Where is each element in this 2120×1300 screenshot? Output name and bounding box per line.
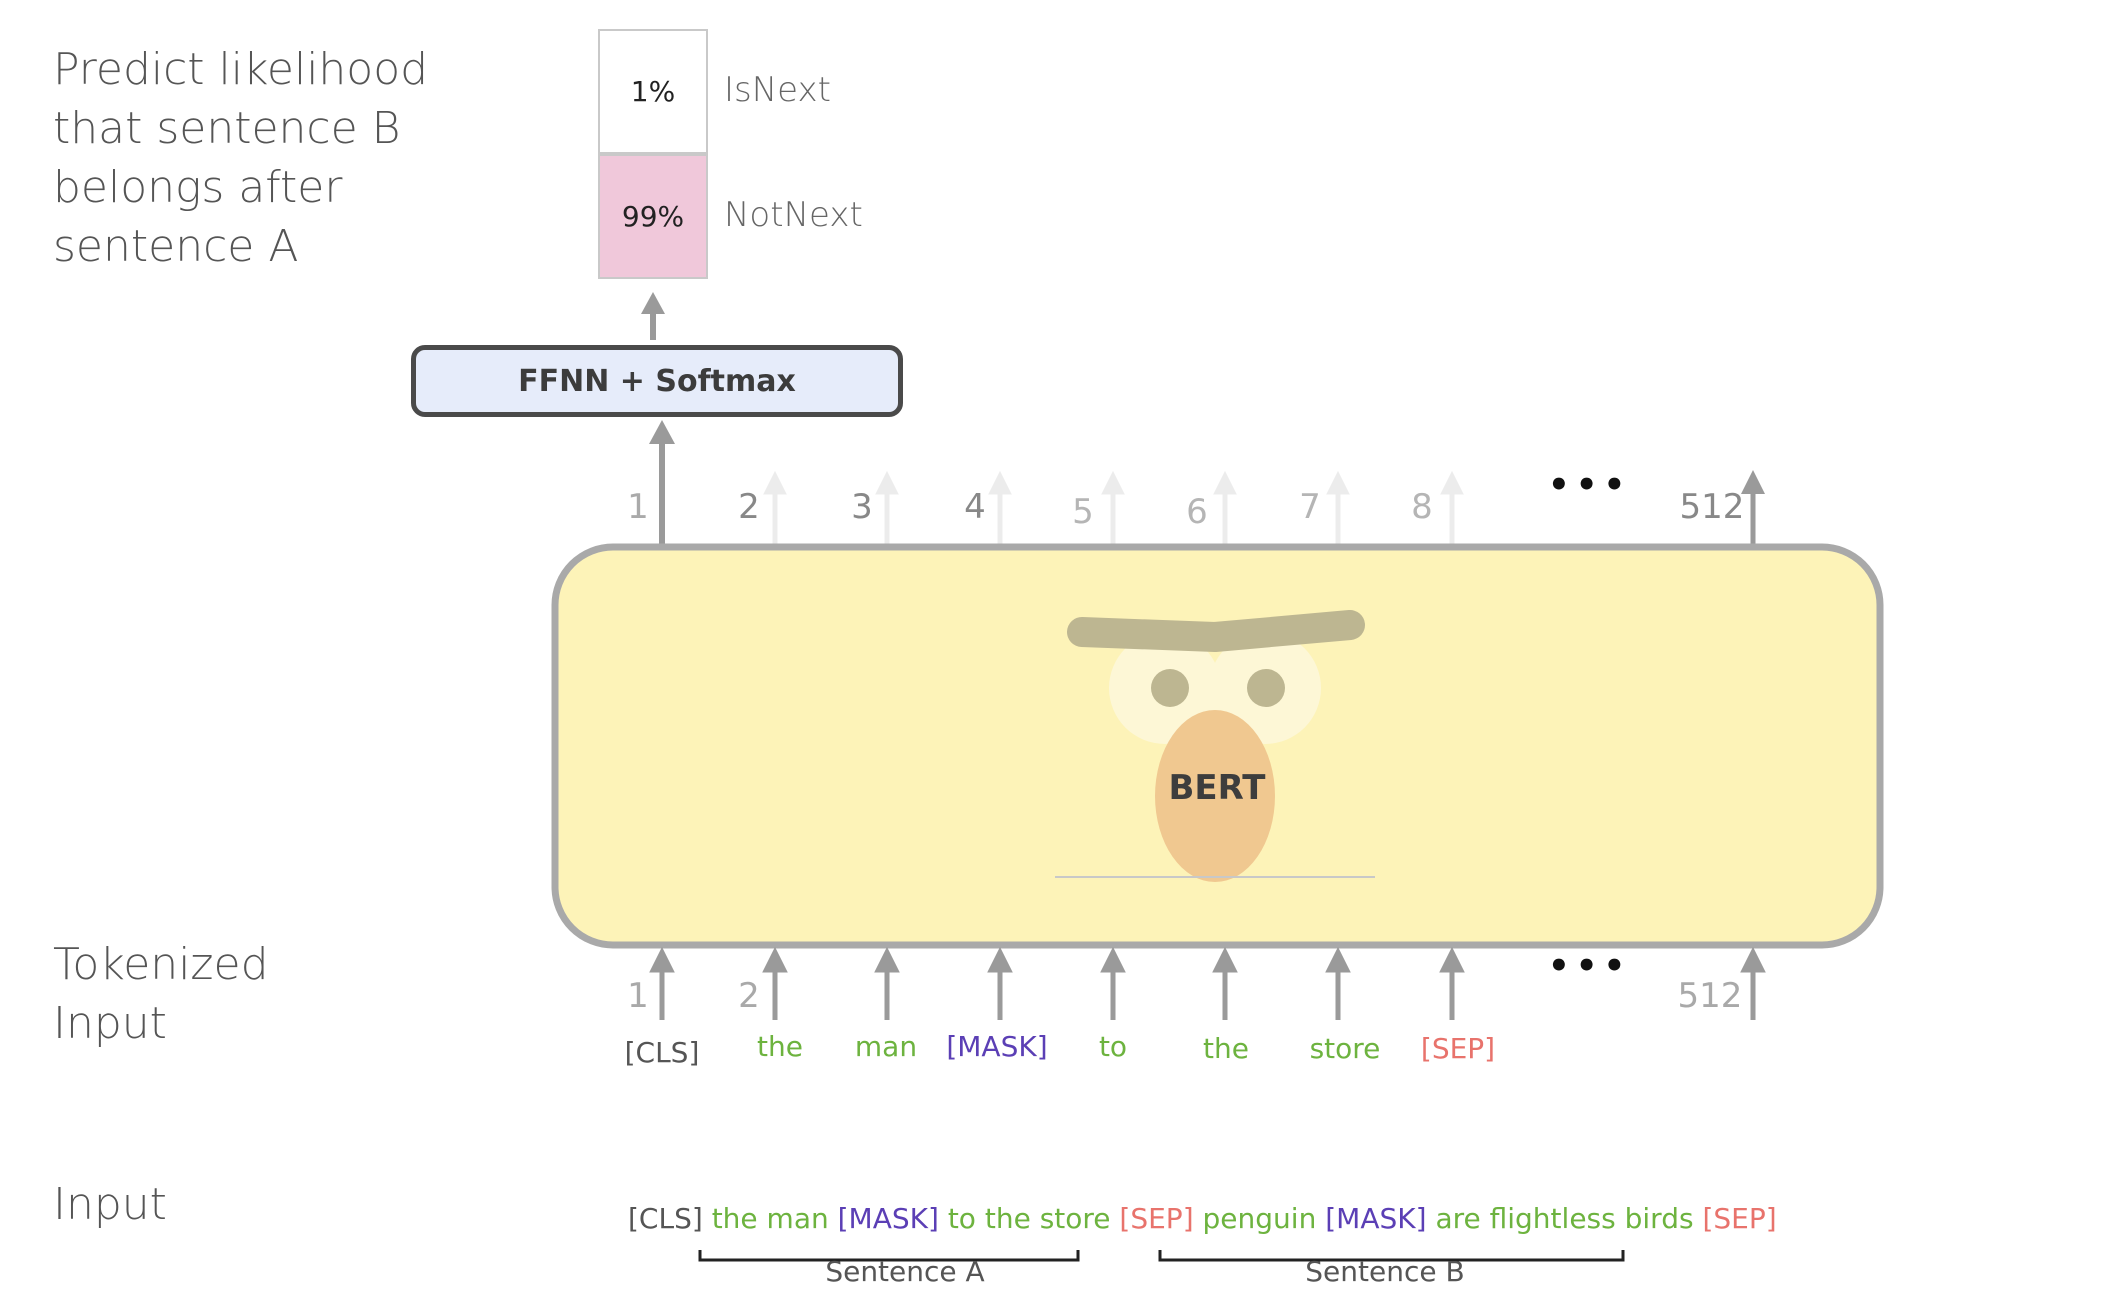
sentence-a-bracket	[698, 1250, 1080, 1262]
token-the-2: the	[1203, 1032, 1249, 1065]
input-cls: [CLS]	[628, 1202, 703, 1235]
token-the: the	[757, 1030, 803, 1063]
bert-nose	[1155, 710, 1275, 882]
token-sep: [SEP]	[1420, 1032, 1496, 1065]
input-mask-b: [MASK]	[1325, 1202, 1427, 1235]
notnext-box: 99%	[598, 154, 708, 279]
input-sep-a: [SEP]	[1119, 1202, 1194, 1235]
ffnn-output-arrow	[641, 292, 665, 340]
isnext-label: IsNext	[724, 70, 831, 110]
output-position-1: 1	[627, 487, 649, 527]
token-mask: [MASK]	[946, 1030, 1048, 1063]
tokenized-input-caption: Tokenized Input	[53, 935, 269, 1053]
predict-line-1: Predict likelihood	[53, 44, 429, 95]
input-ellipsis: •••	[1548, 946, 1632, 986]
input-sentence-a-part-2: to the store	[947, 1202, 1111, 1235]
output-position-512: 512	[1679, 487, 1745, 527]
right-pupil	[1247, 669, 1285, 707]
eyebrows	[1067, 610, 1365, 652]
input-sequence: [CLS] the man [MASK] to the store [SEP] …	[628, 1202, 1777, 1235]
bert-label: BERT	[1168, 768, 1266, 808]
token-to: to	[1098, 1030, 1128, 1063]
input-sentence-b-part-2: are flightless birds	[1435, 1202, 1694, 1235]
input-arrows	[649, 946, 1766, 1020]
output-position-6: 6	[1186, 492, 1208, 532]
output-position-3: 3	[851, 487, 873, 527]
cls-to-ffnn-arrow	[649, 420, 675, 547]
faded-output-arrows	[763, 470, 1464, 545]
predict-line-4: sentence A	[53, 221, 299, 272]
sentence-b-label: Sentence B	[1305, 1255, 1465, 1288]
input-position-1: 1	[627, 976, 649, 1016]
input-mask-a: [MASK]	[837, 1202, 939, 1235]
left-pupil	[1151, 669, 1189, 707]
output-position-8: 8	[1411, 487, 1433, 527]
token-cls: [CLS]	[624, 1036, 700, 1069]
output-position-7: 7	[1299, 487, 1321, 527]
notnext-percent: 99%	[621, 200, 685, 233]
input-sentence-a-part-1: the man	[711, 1202, 829, 1235]
input-sentence-b-part-1: penguin	[1202, 1202, 1317, 1235]
ffnn-softmax-box: FFNN + Softmax	[411, 345, 903, 417]
token-man: man	[854, 1030, 918, 1063]
tokenized-line-2: Input	[53, 998, 167, 1049]
input-position-512: 512	[1677, 976, 1743, 1016]
output-position-5: 5	[1072, 492, 1094, 532]
input-caption: Input	[53, 1179, 167, 1230]
output-arrow-512	[1741, 470, 1765, 547]
output-ellipsis: •••	[1548, 465, 1632, 505]
predict-line-3: belongs after	[53, 162, 343, 213]
output-position-4: 4	[964, 487, 986, 527]
bert-face	[1055, 610, 1375, 882]
sentence-b-bracket	[1158, 1250, 1625, 1262]
isnext-box: 1%	[598, 29, 708, 154]
isnext-percent: 1%	[630, 75, 676, 108]
ffnn-label: FFNN + Softmax	[518, 363, 796, 399]
notnext-label: NotNext	[724, 195, 863, 235]
predict-caption: Predict likelihood that sentence B belon…	[53, 40, 428, 276]
token-store: store	[1309, 1032, 1381, 1065]
input-position-2: 2	[738, 976, 760, 1016]
sentence-a-label: Sentence A	[825, 1255, 985, 1288]
output-position-2: 2	[738, 487, 760, 527]
predict-line-2: that sentence B	[53, 103, 401, 154]
tokenized-line-1: Tokenized	[53, 939, 269, 990]
input-sep-b: [SEP]	[1702, 1202, 1777, 1235]
